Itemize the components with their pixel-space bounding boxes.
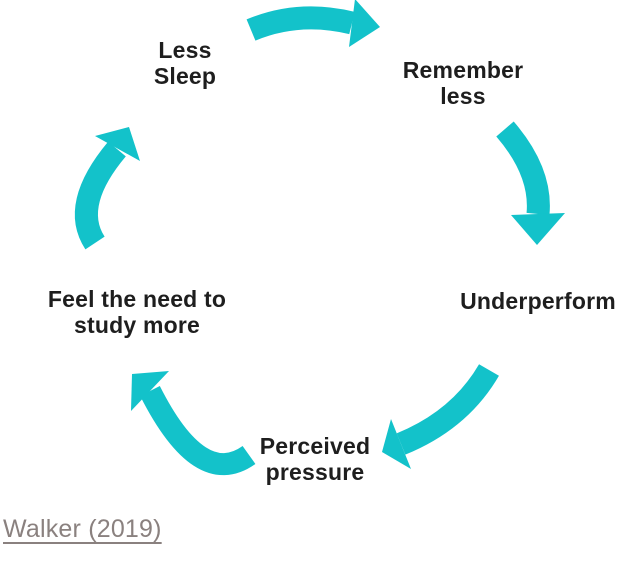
arrow-shaft <box>74 141 126 250</box>
arrowhead-icon <box>349 0 380 47</box>
arrow-less-sleep-to-remember-less <box>246 0 380 47</box>
citation-link-walker-2019[interactable]: Walker (2019) <box>3 515 162 543</box>
arrow-shaft <box>140 386 256 476</box>
arrow-underperform-to-perceived-pressure <box>382 364 499 469</box>
arrow-perceived-pressure-to-feel-the-need-to-study-more <box>131 371 256 476</box>
arrow-feel-the-need-to-study-more-to-less-sleep <box>74 127 140 250</box>
cycle-step-less-sleep: Less Sleep <box>153 37 217 89</box>
arrow-shaft <box>496 121 550 216</box>
arrowhead-icon <box>511 213 565 245</box>
cycle-step-remember-less: Remember less <box>402 57 524 109</box>
arrowhead-icon <box>95 127 140 161</box>
arrow-shaft <box>246 6 355 41</box>
cycle-step-perceived-pressure: Perceived pressure <box>259 433 371 485</box>
cycle-step-feel-the-need-to-study-more: Feel the need to study more <box>47 286 227 338</box>
arrowhead-icon <box>382 419 411 469</box>
arrowhead-icon <box>131 371 169 411</box>
cycle-step-underperform: Underperform <box>460 288 616 315</box>
arrow-remember-less-to-underperform <box>496 121 565 245</box>
arrow-shaft <box>396 364 499 455</box>
